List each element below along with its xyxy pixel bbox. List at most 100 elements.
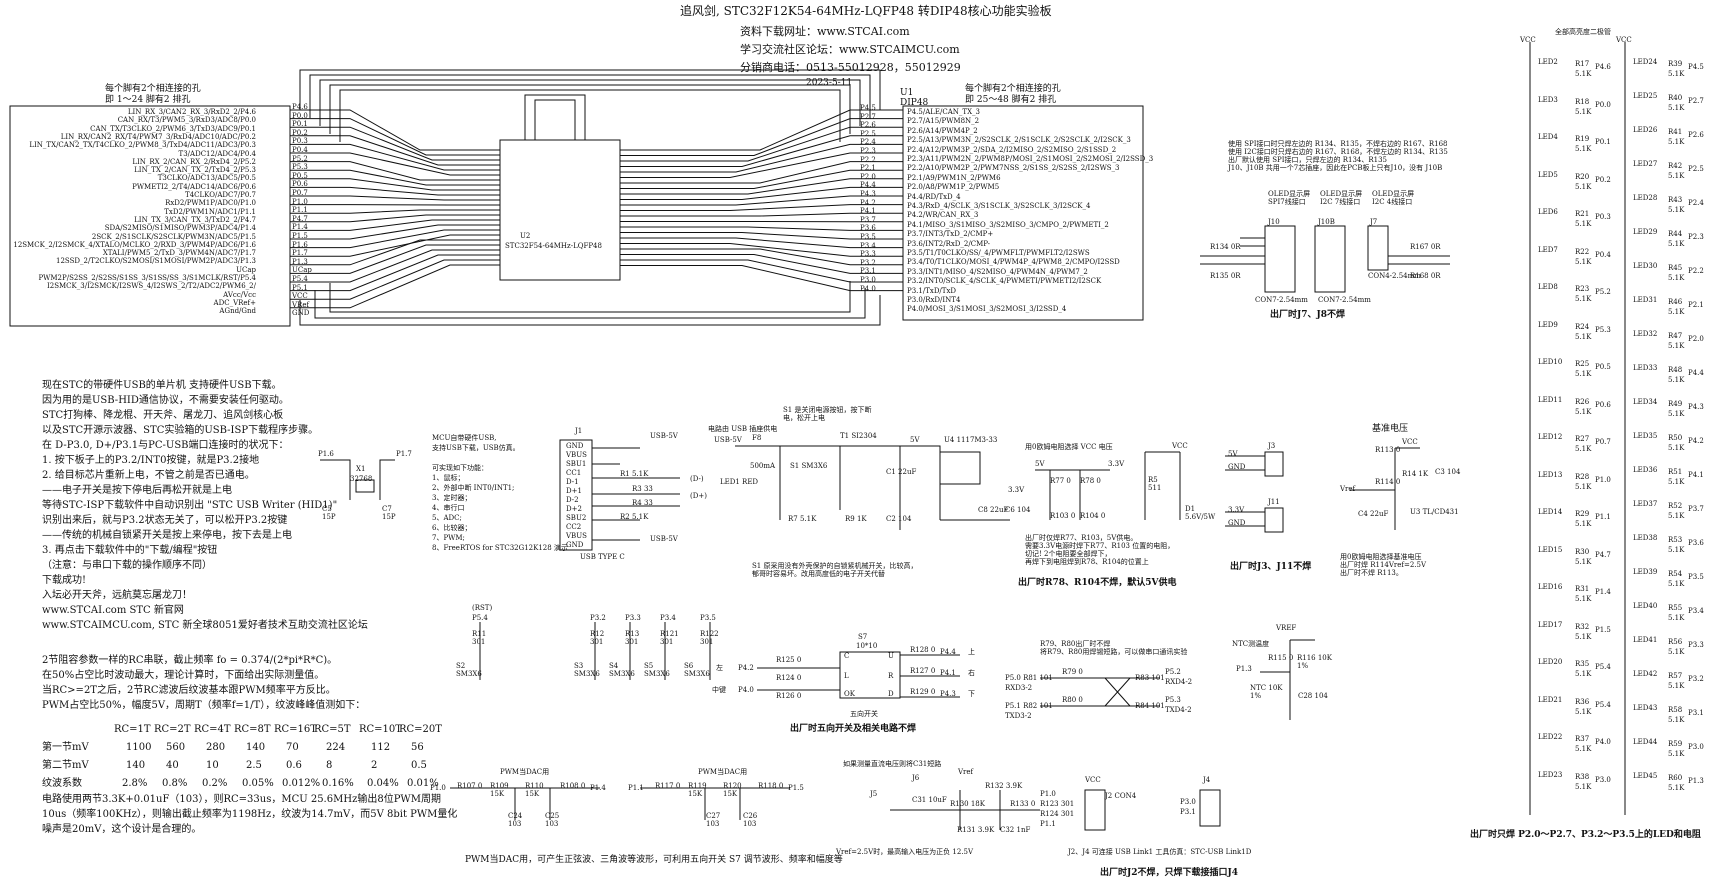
measure-footer-3: 出厂时J2不焊，只焊下载接插口J4 [1100,868,1239,878]
measure-part: R124 301 [1040,810,1075,818]
rc-row1-value: 224 [326,742,346,753]
led-ref: LED4 [1538,133,1558,141]
usb5v-net-1: USB-5V [650,432,678,440]
d1: D1 5.6V/5W [1185,505,1216,521]
switch-ref: S6 SM3X6 [684,662,710,678]
uart-note: R79、R80出厂时不焊 将R79、R80用焊锡短路，可以做串口通讯实验 [1040,640,1188,656]
led-resistor-ref: R45 [1668,264,1683,272]
right-fanout-wire [620,169,903,189]
right-net: P3.3 [860,250,876,259]
switch-net: P5.4 [472,614,488,622]
led-resistor-value: 5.1K [1668,648,1685,656]
led-ref: LED22 [1538,733,1563,741]
forum-url: 学习交流社区论坛：www.STCAIMCU.com [740,43,960,56]
vref-part: U3 TL/CD431 [1410,508,1459,516]
led-vcc-2: VCC [1616,36,1632,44]
led-net: P4.1 [1688,471,1704,479]
led-resistor-ref: R47 [1668,332,1683,340]
dac-left-part: R109 15K [490,782,509,798]
led-resistor-value: 5.1K [1575,595,1592,603]
uart-part: TXD3-2 [1005,712,1032,720]
led-net: P0.4 [1595,250,1611,259]
led-resistor-ref: R49 [1668,400,1683,408]
right-net: P4.4 [860,181,876,190]
right-net: P2.5 [860,129,876,138]
led-resistor-ref: R21 [1575,210,1590,218]
mcu-usb-notes: MCU自带硬件USB,支持USB下载，USB仿真。 可实现如下功能：1、鼠标；2… [432,434,568,552]
left-net: P1.3 [292,257,308,266]
power-footer: S1 原采用没有外壳保护的自锁紧机械开关，比较高， 郁哥时容易坏。改用高度低的电… [752,562,918,578]
led-ref: LED23 [1538,770,1563,779]
right-header-1: 每个脚有2个相连接的孔 [965,84,1061,94]
right-net: P4.1 [860,207,876,216]
measure-part: J2 CON4 [1105,792,1137,800]
led-net: P3.0 [1688,743,1704,751]
rc-row1-value: 140 [246,742,266,753]
left-net: P4.6 [292,103,308,111]
led-resistor-ref: R30 [1575,547,1590,556]
left-fanout-wire [290,209,500,214]
measure-part: J4 [1203,776,1211,784]
right-fanout-wire [620,212,903,217]
left-pin-name: UCap [236,265,256,274]
left-pin-name: T3CLKO/ADC13/ADC5/P0.5 [157,174,256,183]
right-fanout-wire [620,152,903,178]
led-resistor-value: 5.1K [1668,274,1685,282]
led-resistor-ref: R18 [1575,97,1590,106]
right-pin-name: P2.1/A9/PWM1N_2/PWM6 [907,173,1001,182]
usb-pin: D+2 [566,505,582,513]
led-resistor-ref: R55 [1668,604,1683,612]
left-net: P0.6 [292,180,308,189]
uart-part: P5.2 [1165,668,1181,676]
led-resistor-ref: R26 [1575,397,1590,406]
right-net: P3.0 [860,276,876,284]
measure-part: VCC [1085,776,1101,784]
led-ref: LED35 [1633,432,1658,440]
left-pin-name: AGnd/Gnd [219,307,256,316]
rc-header: RC=20T [399,724,442,735]
led-net: P4.2 [1688,437,1704,445]
led-net: P2.1 [1688,301,1704,309]
phone-number: 分销商电话：0513-55012928，55012929 [740,61,961,74]
power-part: T1 SI2304 [840,432,877,440]
left-net: P0.0 [292,111,308,120]
switch-net: P3.4 [660,614,676,622]
right-fanout-wire [620,109,903,151]
led-ref: LED34 [1633,398,1658,406]
download-url: 资料下载网址：www.STCAI.com [740,25,910,38]
led-resistor-value: 5.1K [1668,512,1685,520]
led-resistor-ref: R28 [1575,472,1590,481]
led-ref: LED8 [1538,283,1558,291]
led-ref: LED17 [1538,620,1563,629]
rc-row3-value: 0.04% [367,778,399,789]
led-resistor-value: 5.1K [1668,240,1685,248]
c5: C5 15P [322,505,336,521]
left-fanout-wire [290,195,500,201]
left-fanout-wire [290,161,500,181]
power-note-1: 电路由 USB 插座供电 [708,425,778,433]
led-resistor-ref: R43 [1668,196,1683,204]
r135: R135 0R [1210,272,1241,280]
led-resistor-value: 5.1K [1575,745,1592,753]
j3-net-gnd: GND [1228,463,1246,471]
five-way-pin: L [844,672,849,680]
crystal-net-1: P1.6 [318,450,334,458]
led-ref: LED7 [1538,245,1558,254]
led-resistor-value: 5.1K [1575,70,1592,78]
measure-part: R131 3.9K [957,826,995,834]
usb-pin: SBU2 [566,514,587,522]
led-net: P2.7 [1688,97,1704,105]
left-fanout-wire [290,239,500,266]
led-resistor-value: 5.1K [1668,410,1685,418]
power-part: 3.3V [1008,486,1025,494]
power-part: LED1 RED [720,478,759,486]
rc-row3-value: 0.05% [242,778,274,789]
led-resistor-value: 5.1K [1575,107,1592,116]
led-resistor-value: 5.1K [1575,670,1592,678]
led-resistor-ref: R20 [1575,172,1590,181]
right-net: P2.1 [860,164,876,173]
led-ref: LED37 [1633,500,1658,508]
right-pin-name: P3.2/INT0/SCLK_4/SCLK_4/PWMETI/PWMETI2/I… [907,277,1102,286]
left-net: P0.5 [292,171,308,180]
